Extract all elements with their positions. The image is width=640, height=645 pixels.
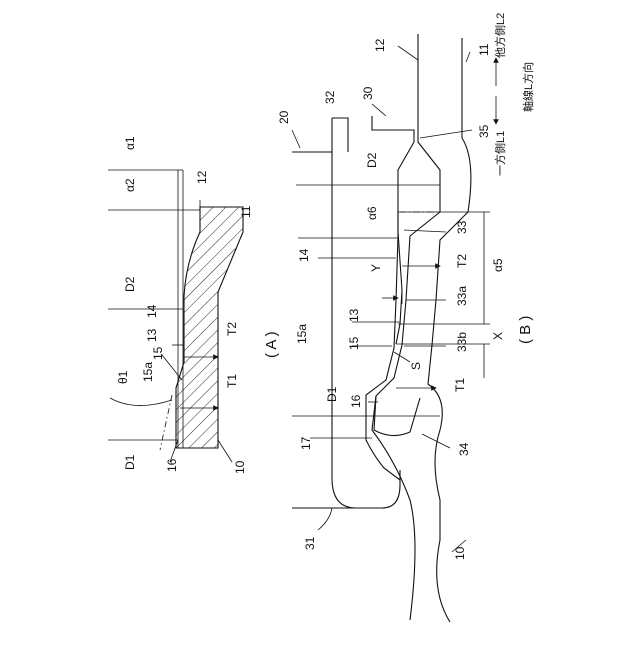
label-b-32: 32	[323, 90, 337, 104]
caption-b: ( B )	[517, 316, 534, 344]
label-b-33b: 33b	[455, 332, 469, 352]
label-b-17: 17	[299, 436, 313, 450]
label-t2: T2	[225, 322, 239, 336]
label-16: 16	[165, 458, 179, 472]
leader-s	[394, 352, 410, 362]
label-b-34: 34	[457, 442, 471, 456]
label-b-t2: T2	[455, 254, 469, 268]
label-b-d2: D2	[365, 152, 379, 168]
angle-theta1	[110, 398, 172, 406]
label-15: 15	[151, 346, 165, 360]
pipe-wall-12	[372, 34, 440, 620]
leader-31	[318, 508, 332, 530]
label-alpha2: α2	[123, 178, 137, 192]
label-b-13: 13	[347, 308, 361, 322]
label-b-33a: 33a	[455, 286, 469, 306]
panel-b: 12 11 32 30 20 35 D2 α6 33 14 T2 Y 33a α…	[277, 34, 534, 622]
leader-35	[420, 130, 472, 138]
label-b-30: 30	[361, 86, 375, 100]
label-b-d1: D1	[325, 386, 339, 402]
pipe-wall-11	[428, 38, 471, 622]
label-b-11: 11	[477, 43, 491, 56]
label-10: 10	[233, 460, 247, 474]
caption-a: ( A )	[263, 331, 280, 358]
leader-12-b	[398, 46, 418, 60]
label-b-y: Y	[369, 264, 383, 272]
label-b-alpha5: α5	[491, 258, 505, 272]
label-b-20: 20	[277, 110, 291, 124]
leader-20	[292, 130, 300, 148]
label-b-16: 16	[349, 394, 363, 408]
label-13: 13	[145, 328, 159, 342]
label-axis-direction: 軸線L方向	[521, 62, 535, 112]
label-b-14: 14	[297, 248, 311, 262]
label-11: 11	[239, 205, 253, 218]
leader-33	[404, 230, 446, 232]
label-alpha1: α1	[123, 136, 137, 150]
label-other-side: 他方側L2	[493, 13, 507, 58]
leader-30	[372, 104, 386, 116]
label-b-t1: T1	[453, 378, 467, 392]
direction-indicator: 他方側L2 軸線L方向 一方側L1	[493, 13, 535, 176]
label-b-10: 10	[453, 546, 467, 560]
label-b-15: 15	[347, 336, 361, 350]
label-b-12: 12	[373, 38, 387, 52]
label-12: 12	[195, 170, 209, 184]
label-b-31: 31	[303, 536, 317, 550]
label-14: 14	[145, 304, 159, 318]
label-b-15a: 15a	[295, 324, 309, 344]
label-b-x: X	[491, 332, 505, 340]
leader-15-a	[162, 355, 182, 380]
label-d2: D2	[123, 276, 137, 292]
label-one-side: 一方側L1	[493, 131, 507, 176]
label-b-s: S	[409, 362, 423, 370]
fitting-flange-32	[332, 118, 348, 152]
label-b-35: 35	[477, 124, 491, 138]
label-b-alpha6: α6	[365, 206, 379, 220]
panel-a: α1 α2 12 11 D2 14 13 T2 θ1 15a 15 T1 D1 …	[108, 136, 280, 474]
label-theta1: θ1	[116, 370, 130, 384]
label-b-33: 33	[455, 220, 469, 234]
label-t1: T1	[225, 374, 239, 388]
leader-10-a	[218, 440, 232, 462]
leader-11-b	[466, 52, 470, 62]
label-d1: D1	[123, 454, 137, 470]
label-15a: 15a	[141, 362, 155, 382]
